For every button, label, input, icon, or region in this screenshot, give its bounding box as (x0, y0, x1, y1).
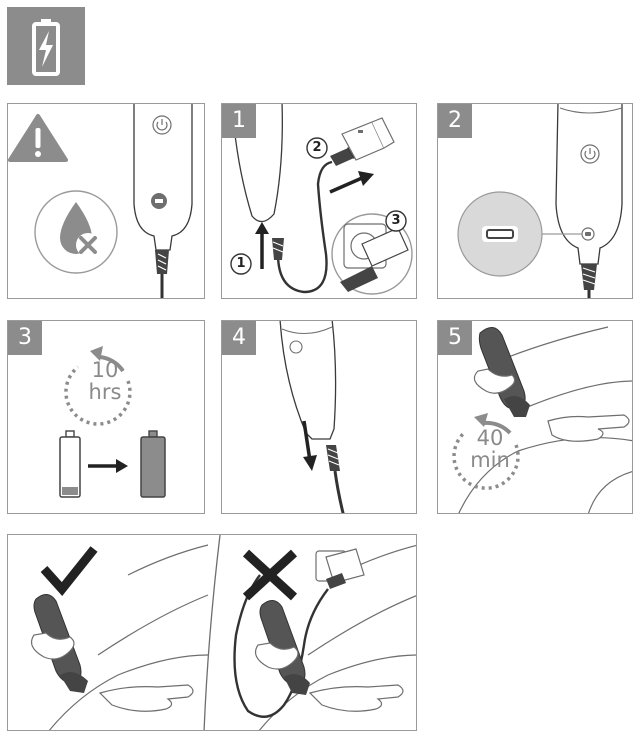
callout-2: 2 (312, 140, 322, 155)
charge-time-value: 10 (91, 358, 119, 382)
step-number-2: 2 (438, 104, 472, 138)
battery-charge-icon (32, 19, 60, 76)
panel-warning (7, 103, 205, 299)
use-time-unit: min (470, 448, 510, 472)
step-number-5: 5 (438, 321, 472, 355)
charge-time-unit: hrs (88, 380, 122, 404)
callout-3: 3 (391, 213, 401, 228)
panel-step-2: 2 (437, 103, 633, 299)
step-number-4: 4 (222, 321, 256, 355)
callout-1: 1 (236, 256, 246, 271)
panel-step-1: 1 2 1 3 (221, 103, 417, 299)
battery-icon (59, 430, 81, 498)
panel-usage-correct-incorrect (7, 534, 417, 731)
panel-step-3: 3 10 hrs (7, 320, 205, 514)
header-battery-badge (7, 7, 85, 85)
step-number-1: 1 (222, 104, 256, 138)
no-water-drop-icon (34, 190, 118, 274)
use-time-value: 40 (476, 426, 504, 450)
warning-triangle-icon (8, 114, 68, 162)
check-mark-icon (40, 546, 98, 596)
panel-step-5: 5 40 min (437, 320, 633, 514)
cross-mark-icon (242, 549, 298, 601)
panel-step-4: 4 (221, 320, 417, 514)
step-number-3: 3 (8, 321, 42, 355)
